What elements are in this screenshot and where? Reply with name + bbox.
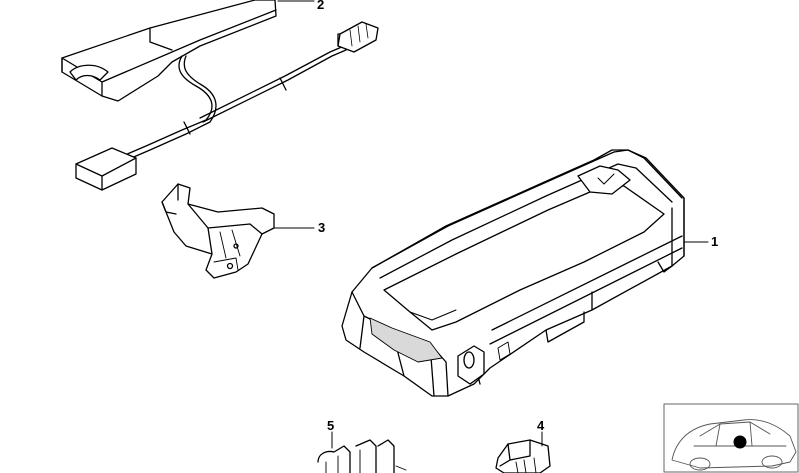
part-1-housing xyxy=(341,149,709,397)
callout-2: 2 xyxy=(317,0,325,12)
callout-3: 3 xyxy=(318,220,326,235)
callout-4: 4 xyxy=(537,418,545,433)
callout-1: 1 xyxy=(711,234,719,249)
callout-5: 5 xyxy=(327,418,335,433)
part-5-clips xyxy=(317,431,407,473)
part-4-connector xyxy=(495,431,551,473)
part-2-antenna-cable xyxy=(61,0,379,191)
vehicle-locator-thumbnail xyxy=(663,403,799,473)
part-3-bracket xyxy=(161,183,315,279)
